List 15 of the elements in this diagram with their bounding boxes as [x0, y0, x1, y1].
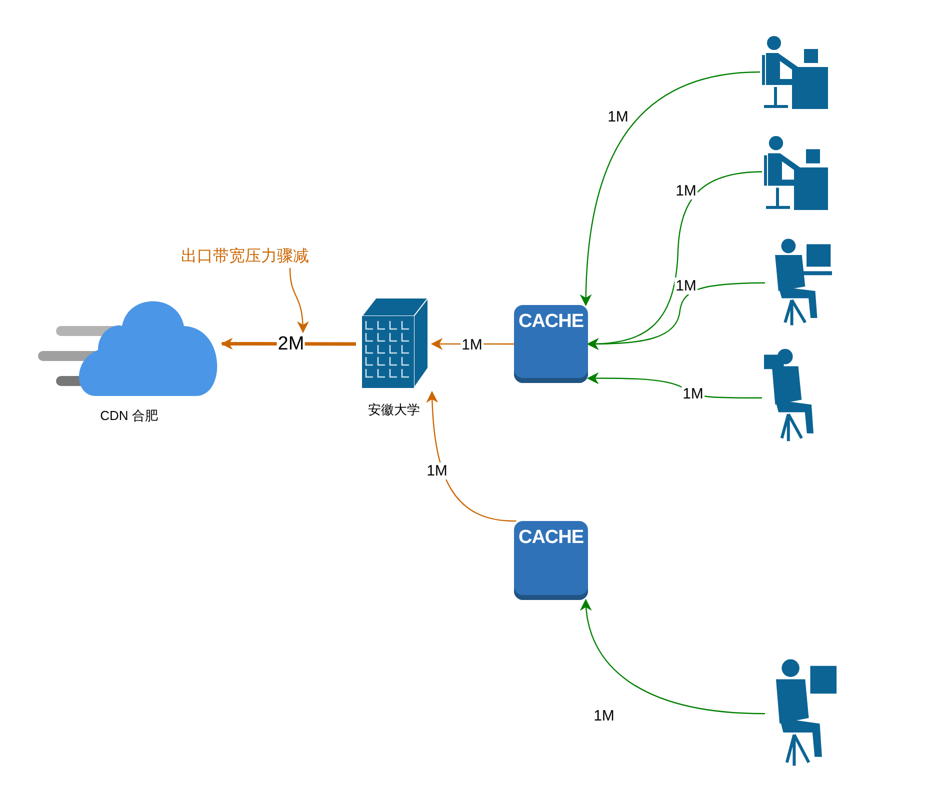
node-label: CDN 合肥 — [99, 408, 159, 424]
arrow — [426, 390, 516, 522]
annotation-text: 出口带宽压力骤减 — [180, 246, 310, 267]
cache-box: CACHE — [514, 305, 588, 383]
arrow — [586, 282, 765, 350]
arrow — [580, 71, 760, 306]
edge-label: 1M — [426, 462, 448, 480]
arrow — [580, 598, 766, 714]
edge-label: 1M — [674, 182, 698, 200]
arrow — [289, 268, 309, 334]
arrow — [586, 372, 762, 398]
node-label: 安徽大学 — [367, 402, 421, 418]
edge-label: 2M — [276, 336, 306, 352]
edge-label: 1M — [674, 278, 698, 294]
cache-box: CACHE — [514, 521, 588, 600]
